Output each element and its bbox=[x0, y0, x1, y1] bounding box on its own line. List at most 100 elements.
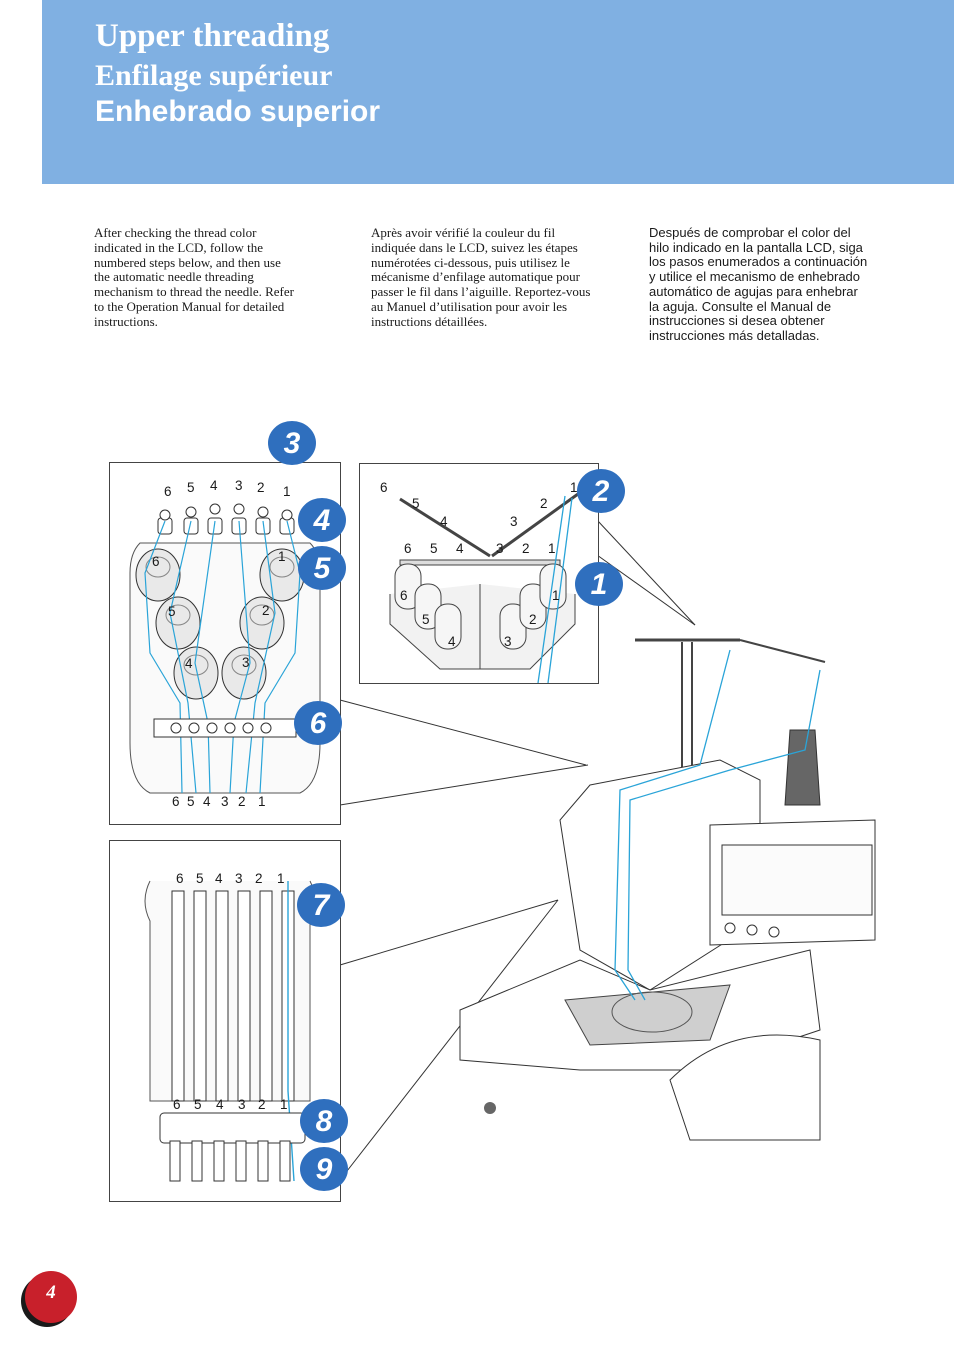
text-line: instrucciones más detalladas. bbox=[649, 327, 820, 343]
embroidery-machine-illustration bbox=[430, 600, 890, 1165]
text-line: au Manuel d’utilisation pour avoir les bbox=[371, 298, 568, 314]
instructions-english: After checking the thread color indicate… bbox=[94, 225, 346, 330]
lower-guide-number: 5 bbox=[187, 794, 195, 809]
disc-number: 3 bbox=[242, 655, 250, 670]
instructions-spanish: Después de comprobar el color del hilo i… bbox=[649, 225, 901, 344]
needle-number: 4 bbox=[215, 871, 223, 886]
spool-number: 1 bbox=[552, 588, 560, 603]
text-line: los pasos enumerados a continuación bbox=[649, 254, 868, 270]
rail-number: 1 bbox=[548, 541, 556, 556]
guide-number: 3 bbox=[510, 514, 518, 529]
needle-number: 5 bbox=[196, 871, 204, 886]
text-line: indiquée dans le LCD, suivez les étapes bbox=[371, 239, 578, 255]
step-number: 8 bbox=[316, 1105, 333, 1138]
needle-number: 3 bbox=[235, 871, 243, 886]
guide-number: 4 bbox=[210, 478, 218, 493]
step-number: 2 bbox=[592, 475, 610, 508]
needle-bar-detail-panel: 6 5 4 3 2 1 6 5 4 3 2 1 bbox=[109, 840, 341, 1202]
step-badge-6: 6 bbox=[294, 700, 342, 746]
lower-guide-number: 3 bbox=[221, 794, 229, 809]
text-line: la aguja. Consulte el Manual de bbox=[649, 298, 832, 314]
step-badge-2: 2 bbox=[577, 468, 625, 514]
step-number: 7 bbox=[313, 889, 331, 922]
text-line: instructions détaillées. bbox=[371, 313, 488, 329]
step-badge-9: 9 bbox=[300, 1146, 348, 1192]
text-line: mechanism to thread the needle. Refer bbox=[94, 284, 294, 300]
rail-number: 5 bbox=[430, 541, 438, 556]
step-badge-7: 7 bbox=[297, 882, 345, 928]
step-number: 4 bbox=[313, 504, 331, 537]
lower-guide-number: 2 bbox=[238, 794, 246, 809]
guide-number: 6 bbox=[164, 484, 172, 499]
needle-number: 2 bbox=[255, 871, 263, 886]
spool-number: 6 bbox=[400, 588, 408, 603]
step-number: 1 bbox=[591, 568, 608, 601]
guide-number: 2 bbox=[257, 480, 265, 495]
guide-number: 1 bbox=[283, 484, 291, 499]
disc-number: 1 bbox=[278, 549, 286, 564]
guide-number: 1 bbox=[570, 480, 578, 495]
guide-number: 5 bbox=[412, 496, 420, 511]
instructions-french: Après avoir vérifié la couleur du fil in… bbox=[371, 225, 623, 330]
needle-number: 4 bbox=[216, 1097, 224, 1112]
guide-number: 5 bbox=[187, 480, 195, 495]
page-number: 4 bbox=[46, 1282, 56, 1303]
text-line: indicated in the LCD, follow the bbox=[94, 239, 263, 255]
disc-number: 4 bbox=[185, 656, 193, 671]
needle-number: 5 bbox=[194, 1097, 202, 1112]
title-english: Upper threading bbox=[95, 18, 330, 54]
rail-number: 3 bbox=[496, 541, 504, 556]
step-number: 3 bbox=[284, 427, 301, 460]
guide-number: 3 bbox=[235, 478, 243, 493]
disc-number: 2 bbox=[262, 603, 270, 618]
step-badge-8: 8 bbox=[300, 1098, 348, 1144]
text-line: Après avoir vérifié la couleur du fil bbox=[371, 225, 556, 240]
lower-guide-number: 6 bbox=[172, 794, 180, 809]
text-line: Después de comprobar el color del bbox=[649, 225, 851, 240]
text-line: numérotées ci-dessous, puis utilisez le bbox=[371, 254, 570, 270]
text-line: to the Operation Manual for detailed bbox=[94, 298, 285, 314]
text-line: mécanisme d’enfilage automatique pour bbox=[371, 269, 581, 285]
needle-number: 6 bbox=[176, 871, 184, 886]
step-badge-1: 1 bbox=[575, 561, 623, 607]
step-badge-4: 4 bbox=[298, 497, 346, 543]
needle-number: 1 bbox=[280, 1097, 288, 1112]
step-badge-3: 3 bbox=[268, 420, 316, 466]
rail-number: 6 bbox=[404, 541, 412, 556]
spool-number: 2 bbox=[529, 612, 537, 627]
spool-number: 4 bbox=[448, 634, 456, 649]
disc-number: 6 bbox=[152, 554, 160, 569]
needle-number: 2 bbox=[258, 1097, 266, 1112]
needle-number: 3 bbox=[238, 1097, 246, 1112]
page-number-badge: 4 bbox=[20, 1270, 78, 1328]
text-line: instrucciones si desea obtener bbox=[649, 313, 825, 329]
lower-guide-number: 1 bbox=[258, 794, 266, 809]
title-french: Enfilage supérieur bbox=[95, 59, 333, 92]
rail-number: 2 bbox=[522, 541, 530, 556]
text-line: automático de agujas para enhebrar bbox=[649, 283, 858, 299]
needle-number: 1 bbox=[277, 871, 285, 886]
spool-number: 5 bbox=[422, 612, 430, 627]
guide-number: 4 bbox=[440, 514, 448, 529]
step-badge-5: 5 bbox=[298, 545, 346, 591]
text-line: passer le fil dans l’aiguille. Reportez-… bbox=[371, 284, 591, 300]
disc-number: 5 bbox=[168, 604, 176, 619]
lower-guide-number: 4 bbox=[203, 794, 211, 809]
step-number: 6 bbox=[310, 707, 327, 740]
guide-number: 2 bbox=[540, 496, 548, 511]
needle-number: 6 bbox=[173, 1097, 181, 1112]
tension-detail-panel: 6 5 4 3 2 1 6 1 5 2 4 3 6 5 4 3 2 1 bbox=[109, 462, 341, 825]
spool-number: 3 bbox=[504, 634, 512, 649]
text-line: After checking the thread color bbox=[94, 225, 257, 240]
title-spanish: Enhebrado superior bbox=[95, 95, 381, 128]
step-number: 5 bbox=[314, 552, 332, 585]
text-line: hilo indicado en la pantalla LCD, siga bbox=[649, 239, 863, 255]
text-line: numbered steps below, and then use bbox=[94, 254, 281, 270]
rail-number: 4 bbox=[456, 541, 464, 556]
spool-stand-detail-panel: 6 5 4 3 2 1 6 5 4 3 2 1 6 5 4 3 2 1 bbox=[359, 463, 599, 684]
text-line: the automatic needle threading bbox=[94, 269, 254, 285]
text-line: y utilice el mecanismo de enhebrado bbox=[649, 269, 861, 285]
header-band bbox=[42, 0, 954, 184]
text-line: instructions. bbox=[94, 313, 158, 329]
